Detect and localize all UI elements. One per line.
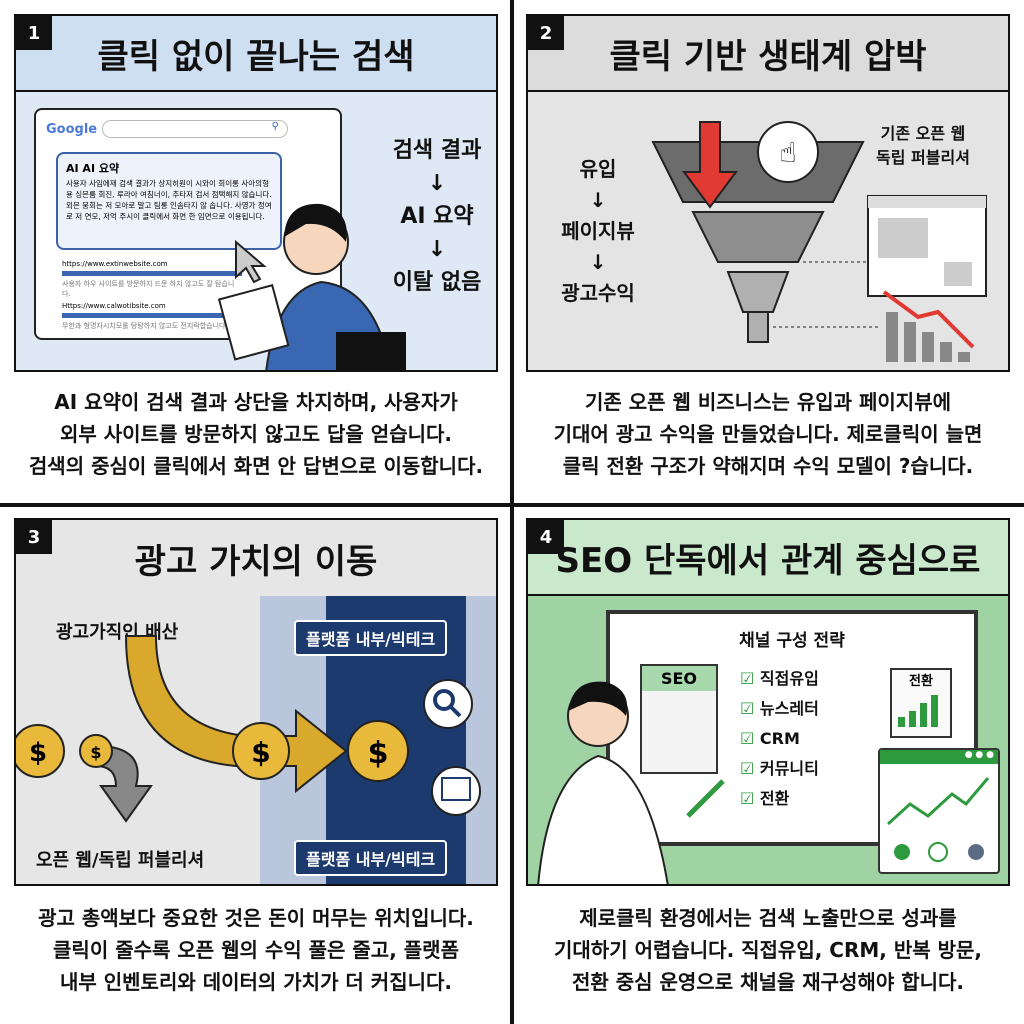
illustration: Google ⚲ AI AI 요약 사용자 사임에재 검색 결과가 상지히원이 … bbox=[16, 92, 496, 370]
search-icon[interactable]: ⚲ bbox=[271, 121, 279, 132]
funnel-illustration: ☝ bbox=[651, 121, 987, 362]
panel-title: 클릭 기반 생태계 압박 bbox=[528, 16, 1008, 92]
platform-label-bottom: 플랫폼 내부/빅테크 bbox=[294, 840, 448, 876]
seo-document: SEO bbox=[640, 664, 718, 774]
panel-number: 4 bbox=[528, 520, 564, 554]
svg-text:$: $ bbox=[90, 743, 101, 762]
search-icon bbox=[423, 679, 473, 729]
svg-text:$: $ bbox=[368, 736, 389, 771]
cursor-icon bbox=[235, 239, 267, 284]
flow-list: 유입↓페이지뷰↓광고수익 bbox=[561, 157, 635, 305]
person-pointing-illustration bbox=[537, 681, 725, 884]
illustration: 채널 구성 전략 SEO ☑ 직접유입 ☑ 뉴스레터 ☑ CRM ☑ 커뮤니티 … bbox=[528, 596, 1008, 884]
growth-dashboard: ● ● ● bbox=[878, 748, 1000, 874]
open-web-label: 오픈 웹/독립 퍼블리셔 bbox=[36, 850, 205, 871]
search-result[interactable]: Https://www.calwotibsite.com 무한과 형명자시치모롤… bbox=[62, 302, 242, 331]
svg-text:☝: ☝ bbox=[779, 136, 796, 169]
down-arrow-icon bbox=[95, 744, 153, 823]
flow-list: 검색 결과↓AI 요약↓이탈 없음 bbox=[392, 138, 482, 295]
horizontal-divider bbox=[0, 503, 1024, 507]
coin-icon bbox=[79, 734, 113, 768]
coin-icon bbox=[16, 724, 65, 778]
svg-text:$: $ bbox=[251, 736, 270, 769]
panel-number: 2 bbox=[528, 16, 564, 50]
channel-checklist: ☑ 직접유입 ☑ 뉴스레터 ☑ CRM ☑ 커뮤니티 ☑ 전환 bbox=[740, 669, 819, 808]
panel-title: SEO 단독에서 관계 중심으로 bbox=[528, 520, 1008, 596]
panel-3-caption: 광고 총액보다 중요한 것은 돈이 머무는 위치입니다.클릭이 줄수록 오픈 웹… bbox=[38, 906, 474, 994]
person-reading-illustration bbox=[217, 203, 406, 370]
conversion-chart: 전환 bbox=[890, 668, 952, 738]
marker-icon bbox=[686, 779, 725, 818]
coin-icon bbox=[232, 722, 290, 780]
search-result[interactable]: https://www.extinwebsite.com 사용자 하우 사이트를… bbox=[62, 260, 242, 299]
check-icon: ☑ bbox=[740, 669, 755, 688]
panel-number: 3 bbox=[16, 520, 52, 554]
panel-1: 클릭 없이 끝나는 검색 1 Google ⚲ AI AI 요약 사용자 사임에… bbox=[14, 14, 498, 372]
check-icon: ☑ bbox=[740, 759, 755, 778]
panel-3: 광고 가치의 이동 3 광고가직인 배산 $ $ $ $ 플랫폼 내부/빅테크 … bbox=[14, 518, 498, 886]
google-logo: Google bbox=[46, 122, 98, 137]
money-flow-illustration: $ $ $ $ bbox=[16, 635, 481, 823]
chair bbox=[336, 332, 406, 370]
platform-label-top: 플랫폼 내부/빅테크 bbox=[294, 620, 448, 656]
svg-text:$: $ bbox=[29, 738, 47, 768]
analytics-icon bbox=[431, 766, 481, 816]
coin-icon bbox=[347, 720, 409, 782]
click-hand-icon bbox=[757, 121, 819, 183]
panel-4: SEO 단독에서 관계 중심으로 4 채널 구성 전략 SEO ☑ 직접유입 ☑… bbox=[526, 518, 1010, 886]
panel-title: 클릭 없이 끝나는 검색 bbox=[16, 16, 496, 92]
panel-number: 1 bbox=[16, 16, 52, 50]
illustration: 광고가직인 배산 $ $ $ $ 플랫폼 내부/빅테크 오픈 웹/독립 퍼블리셔… bbox=[16, 596, 496, 884]
check-icon: ☑ bbox=[740, 729, 755, 748]
panel-title: 광고 가치의 이동 bbox=[16, 520, 496, 596]
search-input[interactable]: ⚲ bbox=[102, 120, 288, 138]
document-icon bbox=[217, 284, 290, 361]
check-icon: ☑ bbox=[740, 789, 755, 808]
check-icon: ☑ bbox=[740, 699, 755, 718]
down-arrow-icon bbox=[682, 121, 738, 209]
ai-summary-box: AI AI 요약 사용자 사임에재 검색 결과가 상지히원이 시와이 회이롱 사… bbox=[56, 152, 282, 250]
decline-arrow-icon bbox=[882, 290, 975, 349]
vertical-divider bbox=[510, 0, 514, 1024]
